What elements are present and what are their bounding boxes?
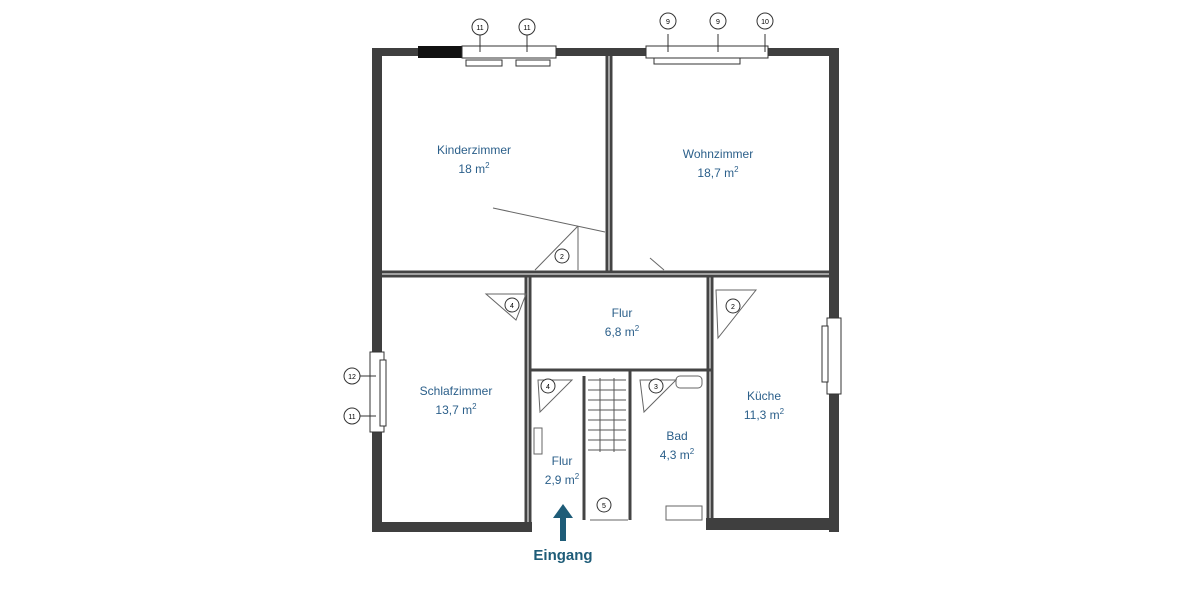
room-schlafzimmer: Schlafzimmer 13,7 m2 — [420, 384, 493, 418]
room-area: 4,3 m2 — [659, 447, 695, 462]
door-swings — [484, 207, 758, 521]
door-marker-number: 3 — [654, 384, 658, 391]
room-area: 11,3 m2 — [743, 407, 785, 422]
room-flur-lower: Flur 2,9 m2 — [545, 454, 579, 488]
entrance-label: Eingang — [533, 547, 593, 564]
room-name: Wohnzimmer — [682, 147, 754, 161]
room-name: Flur — [611, 306, 633, 320]
room-kinderzimmer: Kinderzimmer 18 m2 — [437, 143, 511, 177]
room-name: Küche — [746, 389, 782, 403]
door-marker-number: 4 — [546, 384, 550, 391]
window-marker-number: 11 — [348, 414, 355, 421]
window-marker-number: 9 — [666, 19, 670, 26]
room-area: 6,8 m2 — [604, 324, 640, 339]
window-marker-number: 9 — [716, 19, 720, 26]
room-area: 18 m2 — [458, 161, 490, 176]
top-windows — [461, 45, 769, 67]
window-marker-number: 11 — [523, 25, 530, 32]
room-area: 18,7 m2 — [697, 165, 739, 180]
room-bad: Bad 4,3 m2 — [660, 429, 694, 463]
room-area: 2,9 m2 — [544, 472, 580, 487]
side-windows — [369, 317, 842, 433]
window-marker-number: 12 — [348, 374, 356, 381]
window-marker-number: 11 — [476, 25, 483, 32]
door-marker-number: 2 — [731, 304, 735, 311]
room-kueche: Küche 11,3 m2 — [744, 389, 784, 423]
staircase — [588, 378, 626, 452]
interior-walls — [382, 56, 829, 522]
outer-walls — [372, 46, 839, 532]
door-marker-number: 2 — [560, 254, 564, 261]
door-marker-number: 4 — [510, 303, 514, 310]
room-name: Bad — [666, 429, 688, 443]
door-marker-number: 5 — [602, 503, 606, 510]
room-name: Flur — [551, 454, 573, 468]
room-flur-upper: Flur 6,8 m2 — [605, 306, 639, 340]
room-wohnzimmer: Wohnzimmer 18,7 m2 — [683, 147, 753, 181]
room-name: Kinderzimmer — [436, 143, 512, 157]
window-marker-number: 10 — [761, 19, 769, 26]
room-area: 13,7 m2 — [435, 402, 477, 417]
entrance-arrow — [553, 504, 573, 541]
room-name: Schlafzimmer — [419, 384, 493, 398]
window-markers — [343, 12, 774, 513]
